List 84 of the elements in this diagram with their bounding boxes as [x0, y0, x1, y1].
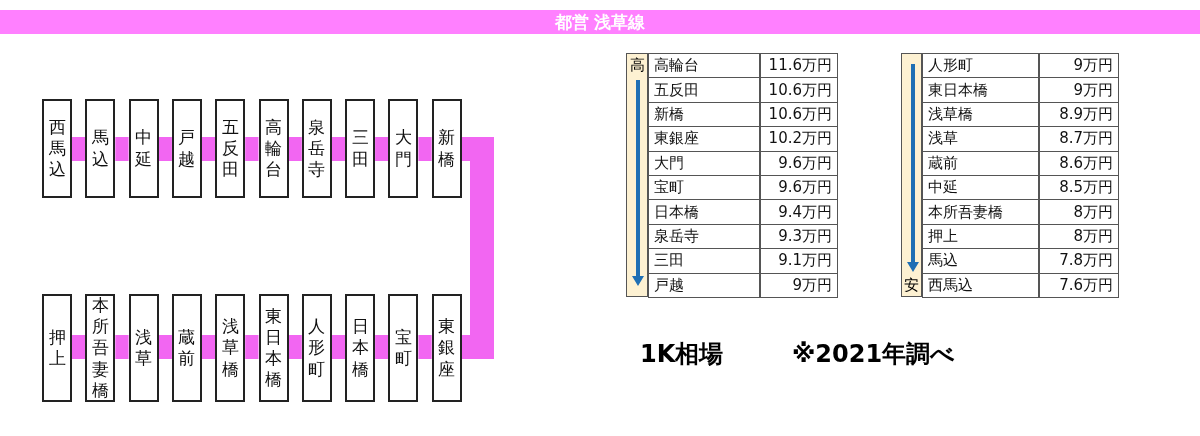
route-line: [201, 137, 216, 161]
table-cell: 8.9万円: [1039, 101, 1119, 128]
route-line: [72, 335, 86, 359]
route-line: [245, 137, 259, 161]
table-cell: 泉岳寺: [648, 223, 760, 250]
route-line: [461, 137, 494, 359]
station-box: 押上: [42, 294, 72, 402]
table-cell: 宝町: [648, 175, 760, 201]
table-cell: 9万円: [760, 272, 838, 298]
table-cell: 7.6万円: [1039, 272, 1119, 298]
table-cell: 押上: [922, 223, 1039, 250]
route-line: [288, 137, 302, 161]
table-cell: 7.8万円: [1039, 248, 1119, 274]
route-line: [418, 335, 432, 359]
table-marker: 高: [629, 56, 645, 75]
table-cell: 馬込: [922, 248, 1039, 274]
table-cell: 10.2万円: [760, 126, 838, 152]
source-note: ※2021年調べ: [792, 339, 956, 370]
table-cell: 中延: [922, 175, 1039, 201]
route-line: [331, 137, 346, 161]
table-cell: 日本橋: [648, 199, 760, 225]
route-line: [288, 335, 302, 359]
station-box: 人形町: [301, 294, 332, 402]
table-cell: 大門: [648, 150, 760, 176]
route-line: [375, 137, 389, 161]
table-marker: 安: [904, 275, 919, 295]
table-cell: 蔵前: [922, 150, 1039, 176]
table-cell: 9.1万円: [760, 248, 838, 274]
table-cell: 8.5万円: [1039, 175, 1119, 201]
table-cell: 9万円: [1039, 53, 1119, 79]
table-cell: 10.6万円: [760, 101, 838, 128]
station-box: 五反田: [215, 99, 246, 198]
station-box: 浅草橋: [215, 294, 246, 402]
table-cell: 高輪台: [648, 53, 760, 79]
station-box: 日本橋: [345, 294, 376, 402]
station-box: 大門: [388, 99, 419, 198]
station-box: 中延: [128, 99, 159, 198]
station-box: 泉岳寺: [301, 99, 332, 198]
station-box: 浅草: [128, 294, 159, 402]
route-line: [418, 137, 432, 161]
route-line: [72, 137, 86, 161]
table-cell: 11.6万円: [760, 53, 838, 79]
route-line: [331, 335, 346, 359]
route-line: [115, 335, 129, 359]
table-cell: 新橋: [648, 101, 760, 128]
route-line: [245, 335, 259, 359]
table-cell: 浅草: [922, 126, 1039, 152]
route-line: [158, 137, 172, 161]
table-cell: 9.6万円: [760, 150, 838, 176]
station-box: 戸越: [171, 99, 202, 198]
title-bar: 都営 浅草線: [0, 10, 1200, 34]
table-cell: 9.3万円: [760, 223, 838, 250]
route-line: [375, 335, 389, 359]
route-line: [201, 335, 216, 359]
station-box: 東日本橋: [258, 294, 289, 402]
table-cell: 8.7万円: [1039, 126, 1119, 152]
table-cell: 三田: [648, 248, 760, 274]
table-cell: 東銀座: [648, 126, 760, 152]
table-cell: 人形町: [922, 53, 1039, 79]
table-cell: 戸越: [648, 272, 760, 298]
route-line: [115, 137, 129, 161]
station-box: 新橋: [431, 99, 462, 198]
table-cell: 東日本橋: [922, 77, 1039, 103]
table-cell: 9.4万円: [760, 199, 838, 225]
table-cell: 9万円: [1039, 77, 1119, 103]
table-cell: 8万円: [1039, 199, 1119, 225]
table-cell: 9.6万円: [760, 175, 838, 201]
table-cell: 西馬込: [922, 272, 1039, 298]
route-line: [158, 335, 172, 359]
table-cell: 8万円: [1039, 223, 1119, 250]
table-cell: 五反田: [648, 77, 760, 103]
station-box: 蔵前: [171, 294, 202, 402]
table-cell: 10.6万円: [760, 77, 838, 103]
table-cell: 8.6万円: [1039, 150, 1119, 176]
station-box: 高輪台: [258, 99, 289, 198]
station-box: 西馬込: [42, 99, 72, 198]
station-box: 馬込: [85, 99, 116, 198]
table-cell: 本所吾妻橋: [922, 199, 1039, 225]
station-box: 宝町: [388, 294, 419, 402]
heading-text: 1K相場: [640, 339, 724, 370]
station-box: 三田: [345, 99, 376, 198]
station-box: 本所吾妻橋: [85, 294, 116, 402]
table-cell: 浅草橋: [922, 101, 1039, 128]
station-box: 東銀座: [431, 294, 462, 402]
